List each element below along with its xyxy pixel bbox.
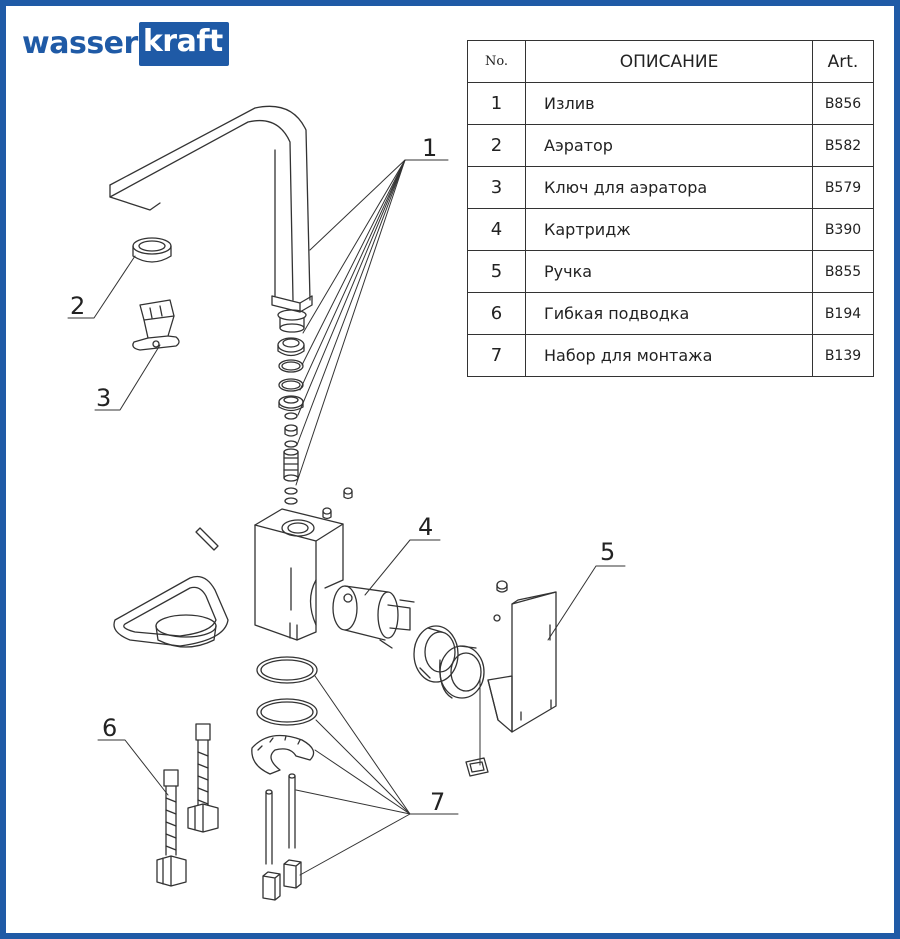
row-no: 7 [467,334,526,377]
row-art: B582 [812,124,874,167]
header-description: ОПИСАНИЕ [525,40,813,83]
row-description: Ключ для аэратора [525,166,813,209]
row-no: 4 [467,208,526,251]
row-description: Излив [525,82,813,125]
row-art: B855 [812,250,874,293]
set-screws [322,487,353,520]
callout-7: 7 [430,788,445,816]
callout-2: 2 [70,292,85,320]
aerator-part [132,237,172,263]
mounting-kit-part [251,656,318,901]
square-gasket [465,757,489,777]
parts-table: No. ОПИСАНИЕ Art. 1 Излив B856 2 Аэратор… [467,40,874,377]
seal-rings [277,337,305,505]
table-row: 1 Излив B856 [467,82,874,125]
row-no: 3 [467,166,526,209]
row-art: B579 [812,166,874,209]
callout-4: 4 [418,513,433,541]
callout-5: 5 [600,538,615,566]
faucet-body [254,508,344,641]
brand-logo-kraft: kraft [138,22,229,66]
table-row: 7 Набор для монтажа B139 [467,334,874,377]
row-art: B390 [812,208,874,251]
row-art: B139 [812,334,874,377]
base-plate [113,575,229,648]
callout-6: 6 [102,714,117,742]
brand-logo-wasser: wasser [22,26,138,61]
brand-logo: wasser kraft [22,20,229,68]
row-no: 6 [467,292,526,335]
aerator-key-part [132,299,180,351]
flex-hoses-part [156,723,219,887]
row-description: Набор для монтажа [525,334,813,377]
leader-lines [67,159,626,876]
spout-part [109,105,313,333]
handle-part [487,580,557,733]
retaining-cap [413,625,485,699]
table-row: 3 Ключ для аэратора B579 [467,166,874,209]
allen-key [195,527,219,551]
table-row: 4 Картридж B390 [467,208,874,251]
cartridge-part [332,585,415,649]
row-description: Гибкая подводка [525,292,813,335]
callout-1: 1 [422,134,437,162]
header-art: Art. [812,40,874,83]
callout-3: 3 [96,384,111,412]
row-art: B856 [812,82,874,125]
